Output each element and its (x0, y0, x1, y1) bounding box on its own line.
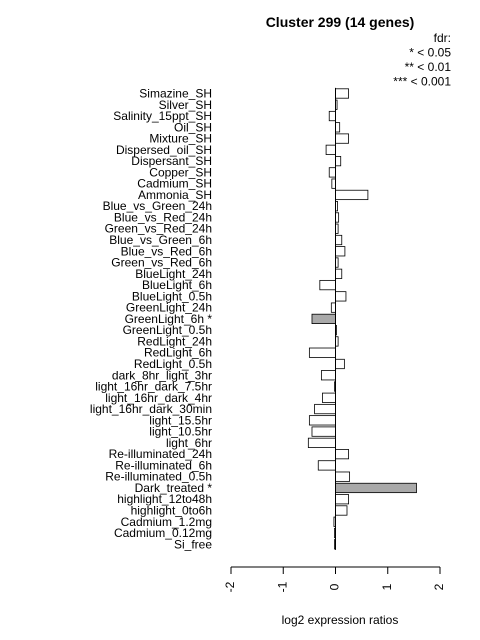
category-label: Simazine_SH (139, 87, 212, 101)
bar (335, 505, 348, 516)
x-tick-label: -2 (223, 581, 237, 592)
chart-title: Cluster 299 (14 genes) (266, 14, 415, 30)
bar (308, 415, 336, 426)
category-label: Re-illuminated_24h (109, 447, 212, 461)
category-label: Cadmium_0.12mg (114, 526, 212, 540)
category-label: light_15.5hr (149, 413, 212, 427)
category-label: Re-illuminated_0.5h (105, 470, 212, 484)
category-label: Re-illuminated_6h (115, 458, 212, 472)
bar (331, 178, 336, 189)
bar (335, 268, 343, 279)
category-label: light_16hr_dark_4hr (105, 391, 212, 405)
category-label: RedLight_0.5h (134, 357, 212, 371)
legend-line: ** < 0.01 (405, 60, 452, 74)
x-tick-label: 2 (432, 583, 446, 590)
bar (314, 403, 336, 415)
bar (308, 347, 336, 358)
category-label: Blue_vs_Green_6h (109, 233, 212, 247)
category-label: GreenLight_24h (126, 301, 212, 315)
category-label: Green_vs_Red_6h (111, 256, 212, 270)
bar (335, 449, 349, 460)
bar (335, 471, 351, 482)
category-label: GreenLight_0.5h (123, 323, 212, 337)
category-labels: Simazine_SHSilver_SHSalinity_15ppt_SHOil… (90, 87, 212, 552)
x-tick-label: -1 (275, 581, 289, 592)
bar (328, 167, 336, 178)
bar (335, 482, 417, 494)
category-label: Dark_treated * (135, 481, 213, 495)
category-label: Blue_vs_Green_24h (103, 199, 212, 213)
bar (320, 370, 336, 381)
bar (335, 291, 347, 302)
category-label: light_16hr_dark_30min (90, 402, 212, 416)
legend-line: * < 0.05 (409, 46, 451, 60)
category-label: Salinity_15ppt_SH (113, 109, 212, 123)
category-label: Dispersant_SH (131, 154, 212, 168)
category-label: BlueLight_0.5h (132, 289, 212, 303)
category-label: Mixture_SH (149, 132, 212, 146)
bar (319, 279, 336, 291)
category-label: Dispersed_oil_SH (116, 143, 212, 157)
bar (335, 133, 349, 144)
x-tick-label: 0 (328, 583, 342, 590)
bar (335, 358, 345, 370)
x-axis-label: log2 expression ratios (282, 613, 399, 627)
bar (307, 437, 336, 448)
bar (335, 234, 343, 246)
category-label: Blue_vs_Red_24h (114, 210, 212, 224)
category-label: light_6hr (166, 436, 212, 450)
bars (307, 88, 417, 550)
category-label: light_10.5hr (149, 425, 212, 439)
category-label: Blue_vs_Red_6h (121, 244, 212, 258)
category-label: RedLight_6h (144, 346, 212, 360)
bar (335, 494, 349, 505)
category-label: Cadmium_1.2mg (121, 515, 212, 529)
category-label: Silver_SH (159, 98, 212, 112)
bar (335, 189, 369, 201)
bar (335, 156, 342, 167)
category-label: Ammonia_SH (138, 188, 212, 202)
legend: fdr:* < 0.05** < 0.01*** < 0.001 (393, 31, 451, 89)
legend-line: fdr: (434, 31, 451, 45)
bar (317, 460, 336, 471)
category-label: Green_vs_Red_24h (105, 222, 212, 236)
category-label: BlueLight_6h (142, 278, 212, 292)
bar (330, 302, 336, 313)
category-label: light_16hr_dark_7.5hr (95, 380, 212, 394)
category-label: Si_free (174, 537, 212, 551)
bar (322, 392, 336, 403)
bar (311, 426, 336, 437)
category-label: dark_8hr_light_3hr (112, 368, 212, 382)
bar (335, 88, 349, 99)
category-label: Oil_SH (174, 120, 212, 134)
bar (335, 246, 346, 257)
bar (328, 110, 336, 122)
x-axis: -2 -1 0 1 2 (223, 566, 446, 592)
category-label: highlight_12to48h (117, 492, 212, 506)
bar (311, 313, 336, 325)
category-label: highlight_0to6h (131, 503, 212, 517)
category-label: Copper_SH (149, 165, 212, 179)
x-tick-label: 1 (380, 583, 394, 590)
category-label: GreenLight_6h * (125, 312, 213, 326)
category-label: RedLight_24h (137, 334, 212, 348)
bar (325, 144, 336, 155)
bar (335, 122, 341, 133)
legend-line: *** < 0.001 (393, 75, 451, 89)
category-label: Cadmium_SH (137, 177, 212, 191)
category-label: BlueLight_24h (135, 267, 212, 281)
